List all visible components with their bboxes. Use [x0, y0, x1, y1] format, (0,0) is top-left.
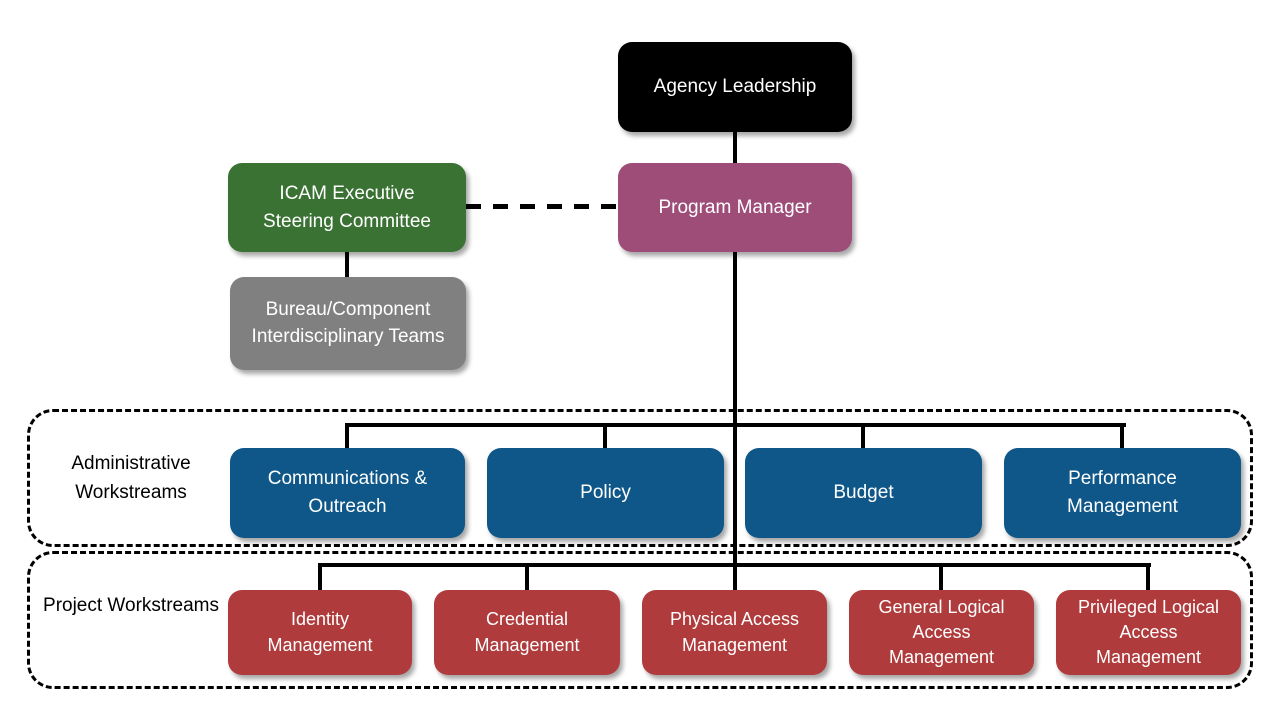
org-node-label: Performance Management [1067, 468, 1178, 517]
org-node-label: Policy [580, 482, 631, 504]
org-node-budget: Budget [745, 448, 982, 538]
connector-admin-drop-budget [861, 423, 865, 448]
org-node-label: Communications & Outreach [267, 468, 428, 517]
org-node-physical-access-management: Physical Access Management [642, 590, 827, 675]
org-node-label: Budget [833, 482, 894, 504]
org-node-label: Credential Management [474, 609, 580, 655]
org-node-label: Identity Management [267, 609, 373, 655]
org-node-label: General Logical Access Management [878, 596, 1005, 668]
connector-admin-drop-communications [345, 423, 349, 448]
org-node-icam-executive-steering-committee: ICAM Executive Steering Committee [228, 163, 466, 252]
org-node-program-manager: Program Manager [618, 163, 852, 252]
org-node-policy: Policy [487, 448, 724, 538]
org-node-label: Bureau/Component Interdisciplinary Teams [251, 298, 445, 347]
connector-admin-drop-policy [603, 423, 607, 448]
org-node-bureau-component-teams: Bureau/Component Interdisciplinary Teams [230, 277, 466, 370]
org-node-communications-outreach: Communications & Outreach [230, 448, 465, 538]
connector-project-drop-identity [318, 563, 322, 590]
org-node-identity-management: Identity Management [228, 590, 412, 675]
connector-admin-bus [345, 423, 1126, 427]
org-node-label: Agency Leadership [653, 76, 817, 98]
org-node-label: Privileged Logical Access Management [1077, 596, 1220, 668]
org-node-label: ICAM Executive Steering Committee [263, 182, 431, 232]
connector-project-drop-general [939, 563, 943, 590]
section-frame-project [27, 551, 1253, 689]
section-frame-administrative [27, 409, 1253, 547]
connector-project-drop-privileged [1146, 563, 1150, 590]
org-node-privileged-logical-access-management: Privileged Logical Access Management [1056, 590, 1241, 675]
section-label-administrative: Administrative Workstreams [71, 453, 191, 503]
connector-project-bus [318, 563, 1151, 567]
org-node-label: Program Manager [658, 196, 812, 218]
connector-agency-to-program [733, 132, 737, 163]
org-node-label: Physical Access Management [669, 609, 800, 655]
section-label-project: Project Workstreams [43, 595, 219, 616]
org-node-agency-leadership: Agency Leadership [618, 42, 852, 132]
org-node-performance-management: Performance Management [1004, 448, 1241, 538]
connector-admin-drop-performance [1120, 423, 1124, 448]
connector-esc-to-bureau [345, 252, 349, 277]
org-node-general-logical-access-management: General Logical Access Management [849, 590, 1034, 675]
connector-program-trunk [733, 252, 737, 590]
connector-project-drop-credential [525, 563, 529, 590]
connector-esc-to-program-dashed [466, 204, 618, 209]
org-node-credential-management: Credential Management [434, 590, 620, 675]
